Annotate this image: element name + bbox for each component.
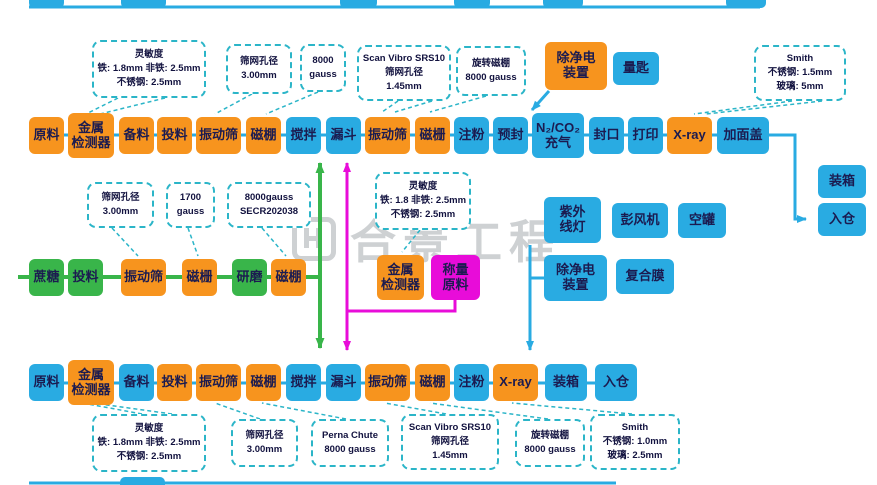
cutoff-box-fragment bbox=[29, 0, 64, 8]
node-add-lid: 加面盖 bbox=[717, 117, 769, 154]
node-magnetic-grid: 磁棚 bbox=[246, 364, 281, 401]
node-x-ray: X-ray bbox=[667, 117, 712, 154]
node-grinding: 研磨 bbox=[232, 259, 267, 296]
node-material-prep: 备料 bbox=[119, 117, 154, 154]
node-funnel: 漏斗 bbox=[326, 117, 361, 154]
callout-8000-gauss-secr: 8000gauss SECR202038 bbox=[227, 182, 311, 228]
node-metal-detector: 金属 检测器 bbox=[68, 360, 114, 405]
node-warehousing: 入仓 bbox=[595, 364, 637, 401]
node-static-eliminator: 除净电 装置 bbox=[544, 255, 607, 301]
callout-sensitivity: 灵敏度 铁: 1.8mm 非铁: 2.5mm 不锈钢: 2.5mm bbox=[92, 40, 206, 98]
node-static-eliminator: 除净电 装置 bbox=[545, 42, 607, 90]
watermark-logo-icon bbox=[292, 217, 336, 261]
node-pre-seal: 预封 bbox=[493, 117, 528, 154]
callout-mesh-size: 筛网孔径 3.00mm bbox=[231, 419, 298, 467]
node-sucrose: 蔗糖 bbox=[29, 259, 64, 296]
callout-gauss: 8000 gauss bbox=[300, 44, 346, 92]
node-material-prep: 备料 bbox=[119, 364, 154, 401]
callout-rotary-magnet: 旋转磁棚 8000 gauss bbox=[515, 419, 585, 467]
node-mixing: 搅拌 bbox=[286, 364, 321, 401]
magenta-flow-lines bbox=[343, 162, 457, 351]
node-feeding: 投料 bbox=[68, 259, 103, 296]
node-magnetic-grid: 磁棚 bbox=[246, 117, 281, 154]
node-printing: 打印 bbox=[628, 117, 663, 154]
node-feeding: 投料 bbox=[157, 364, 192, 401]
callout-smith: Smith 不锈钢: 1.5mm 玻璃: 5mm bbox=[754, 45, 846, 101]
node-sealing: 封口 bbox=[589, 117, 624, 154]
node-raw-material: 原料 bbox=[29, 117, 64, 154]
cutoff-box-fragment bbox=[726, 0, 766, 8]
callout-perna-chute: Perna Chute 8000 gauss bbox=[311, 419, 389, 467]
node-powder-filling: 注粉 bbox=[454, 117, 489, 154]
callout-sensitivity: 灵敏度 铁: 1.8mm 非铁: 2.5mm 不锈钢: 2.5mm bbox=[92, 414, 206, 472]
callout-sensitivity: 灵敏度 铁: 1.8 非铁: 2.5mm 不锈钢: 2.5mm bbox=[375, 172, 471, 230]
node-magnetic-grid: 磁棚 bbox=[415, 364, 450, 401]
cutoff-box-fragment bbox=[454, 0, 490, 8]
node-metal-detector: 金属 检测器 bbox=[377, 255, 424, 300]
node-x-ray: X-ray bbox=[493, 364, 538, 401]
node-feeding: 投料 bbox=[157, 117, 192, 154]
callout-scan-vibro: Scan Vibro SRS10 筛网孔径 1.45mm bbox=[401, 414, 499, 470]
node-funnel: 漏斗 bbox=[326, 364, 361, 401]
cutoff-box-fragment bbox=[340, 0, 377, 8]
node-measuring-spoon: 量匙 bbox=[613, 52, 659, 85]
cutoff-box-fragment bbox=[543, 0, 583, 8]
node-gas-flush: N₂/CO₂ 充气 bbox=[532, 113, 584, 158]
node-vibrating-screen: 振动筛 bbox=[121, 259, 166, 296]
node-vibrating-screen: 振动筛 bbox=[365, 117, 410, 154]
node-boxing: 装箱 bbox=[818, 165, 866, 198]
node-empty-can: 空罐 bbox=[678, 203, 726, 238]
node-metal-detector: 金属 检测器 bbox=[68, 113, 114, 158]
node-raw-material: 原料 bbox=[29, 364, 64, 401]
node-uv-lamp: 紫外 线灯 bbox=[544, 197, 601, 243]
callout-smith: Smith 不锈钢: 1.0mm 玻璃: 2.5mm bbox=[590, 414, 680, 470]
cutoff-box-fragment bbox=[121, 0, 166, 8]
node-magnetic-grid: 磁栅 bbox=[182, 259, 217, 296]
callout-mesh-size: 筛网孔径 3.00mm bbox=[226, 44, 292, 94]
node-blower: 彭风机 bbox=[612, 203, 668, 238]
node-warehousing: 入仓 bbox=[818, 203, 866, 236]
callout-rotary-magnet: 旋转磁棚 8000 gauss bbox=[456, 46, 526, 96]
node-magnetic-grid: 磁棚 bbox=[271, 259, 306, 296]
node-vibrating-screen: 振动筛 bbox=[196, 117, 241, 154]
node-magnetic-grid: 磁栅 bbox=[415, 117, 450, 154]
node-mixing: 搅拌 bbox=[286, 117, 321, 154]
callout-connector-lines bbox=[85, 91, 823, 420]
node-vibrating-screen: 振动筛 bbox=[365, 364, 410, 401]
node-weighing: 称量 原料 bbox=[431, 255, 480, 300]
node-composite-film: 复合膜 bbox=[616, 259, 674, 294]
node-powder-filling: 注粉 bbox=[454, 364, 489, 401]
cutoff-box-fragment bbox=[120, 477, 165, 485]
node-vibrating-screen: 振动筛 bbox=[196, 364, 241, 401]
callout-mesh-size: 筛网孔径 3.00mm bbox=[87, 182, 154, 228]
callout-1700-gauss: 1700 gauss bbox=[166, 182, 215, 228]
callout-scan-vibro: Scan Vibro SRS10 筛网孔径 1.45mm bbox=[357, 45, 451, 101]
node-boxing: 装箱 bbox=[545, 364, 587, 401]
